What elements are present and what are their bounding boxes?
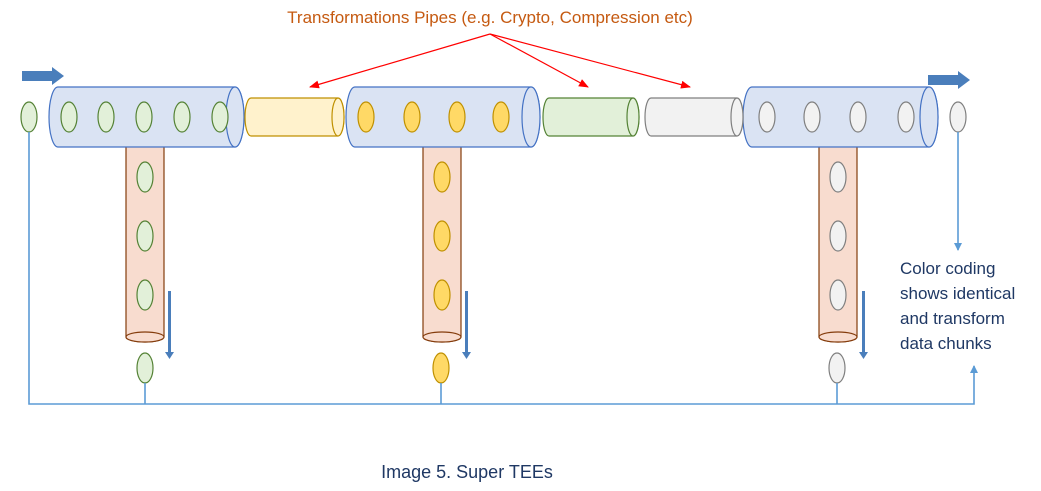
- data-chunk-icon: [829, 220, 847, 252]
- down-arrow-icon: [462, 291, 471, 359]
- data-chunk-icon: [97, 101, 115, 133]
- down-arrow-icon: [165, 291, 174, 359]
- data-chunk-icon: [403, 101, 421, 133]
- transform-pipe-green: [542, 97, 640, 137]
- annotation-arrow-yellow: [309, 33, 491, 89]
- chunks-gray: [758, 101, 967, 384]
- data-chunk-icon: [136, 220, 154, 252]
- data-chunk-icon: [828, 352, 846, 384]
- data-chunk-icon: [433, 279, 451, 311]
- transform-pipe-gray: [644, 97, 744, 137]
- note-line-3: and transform: [900, 309, 1005, 328]
- data-chunk-icon: [136, 352, 154, 384]
- figure-caption: Image 5. Super TEEs: [381, 462, 553, 482]
- chunks-green: [20, 101, 229, 384]
- note-line-2: shows identical: [900, 284, 1015, 303]
- tee-pipe-3: [742, 86, 939, 148]
- data-chunk-icon: [492, 101, 510, 133]
- data-chunk-icon: [211, 101, 229, 133]
- annotation-arrow-green: [489, 33, 589, 88]
- transform-pipe-yellow: [244, 97, 345, 137]
- data-chunk-icon: [136, 161, 154, 193]
- transformations-title: Transformations Pipes (e.g. Crypto, Comp…: [287, 8, 693, 27]
- flow-out-arrow-icon: [928, 71, 970, 89]
- annotation-arrow-gray: [489, 33, 691, 89]
- data-chunk-icon: [173, 101, 191, 133]
- data-chunk-icon: [829, 279, 847, 311]
- data-chunk-icon: [849, 101, 867, 133]
- color-coding-note: Color coding shows identical and transfo…: [900, 259, 1015, 353]
- note-line-4: data chunks: [900, 334, 992, 353]
- data-chunk-icon: [758, 101, 776, 133]
- data-chunk-icon: [357, 101, 375, 133]
- tee-pipe-2: [345, 86, 541, 148]
- feedback-loop: [28, 132, 978, 405]
- data-chunk-icon: [897, 101, 915, 133]
- data-chunk-icon: [433, 220, 451, 252]
- loop-bus-line: [28, 132, 978, 405]
- down-arrow-icon: [859, 291, 868, 359]
- data-chunk-icon: [432, 352, 450, 384]
- data-chunk-icon: [60, 101, 78, 133]
- data-chunk-icon: [20, 101, 38, 133]
- data-chunk-icon: [803, 101, 821, 133]
- stem-flow-arrows: [165, 291, 868, 359]
- chunks-yellow: [357, 101, 510, 384]
- data-chunk-icon: [949, 101, 967, 133]
- flow-in-arrow-icon: [22, 67, 64, 85]
- note-line-1: Color coding: [900, 259, 995, 278]
- data-chunk-icon: [433, 161, 451, 193]
- data-chunk-icon: [135, 101, 153, 133]
- data-chunk-icon: [448, 101, 466, 133]
- annotation-arrows: [309, 33, 691, 89]
- data-chunk-icon: [829, 161, 847, 193]
- data-chunk-icon: [136, 279, 154, 311]
